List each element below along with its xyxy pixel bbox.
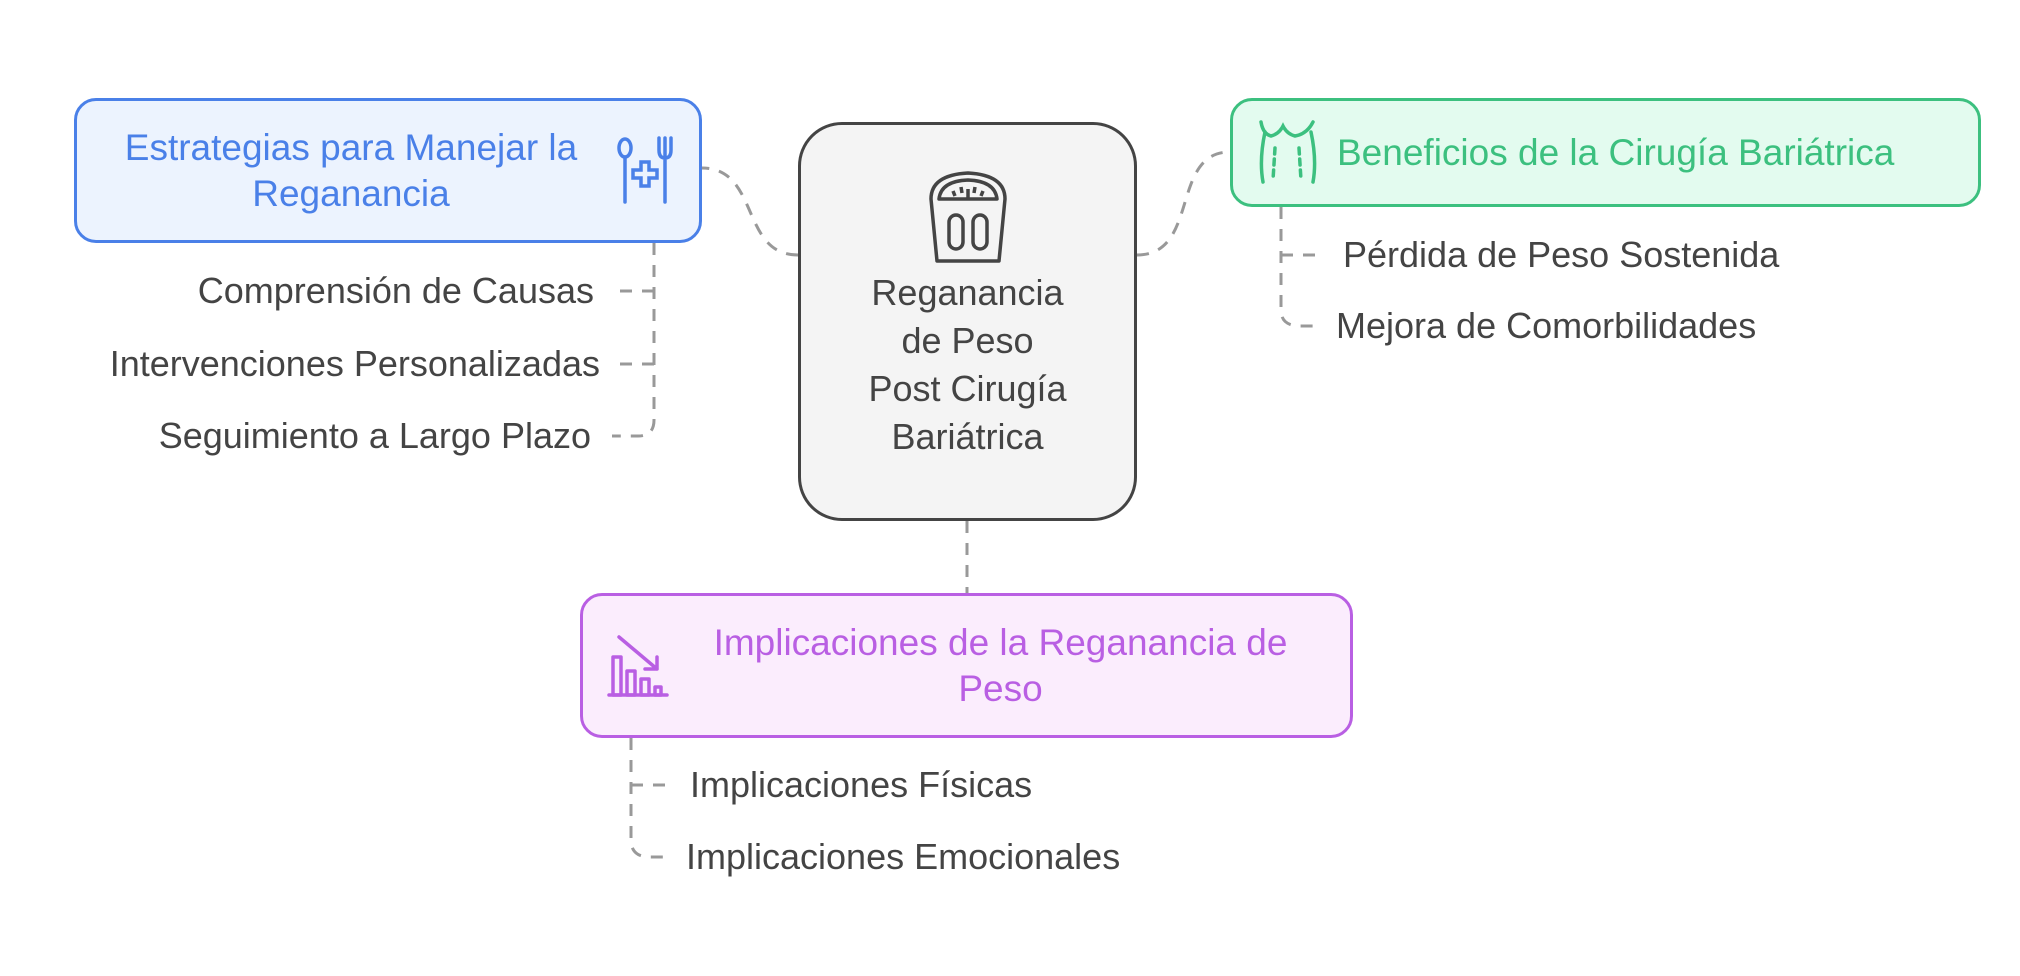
implications-item: Implicaciones Físicas [690, 764, 1033, 805]
benefits-title: Beneficios de la Cirugía Bariátrica [1337, 131, 1895, 173]
strategies-item: Intervenciones Personalizadas [109, 343, 600, 384]
strategies-item: Seguimiento a Largo Plazo [158, 415, 591, 456]
benefits-node[interactable]: Beneficios de la Cirugía Bariátrica [1230, 98, 1981, 207]
center-title-line: Bariátrica [891, 416, 1044, 457]
strategies-node[interactable]: Estrategias para Manejar la Reganancia [74, 98, 702, 243]
connector-center-benefits [1136, 150, 1231, 257]
strategies-item: Comprensión de Causas [197, 270, 594, 311]
weighing-scale-icon [928, 171, 1007, 263]
center-title-line: de Peso [901, 320, 1034, 361]
medical-nutrition-icon [617, 135, 673, 204]
connector-center-strategies [701, 166, 799, 257]
benefits-item: Mejora de Comorbilidades [1336, 305, 1757, 346]
implications-node[interactable]: Implicaciones de la Reganancia de Peso [580, 593, 1353, 738]
center-title: Reganancia de Peso Post Cirugía Bariátri… [868, 269, 1066, 461]
declining-chart-icon [607, 634, 669, 697]
center-node: Reganancia de Peso Post Cirugía Bariátri… [798, 122, 1137, 521]
body-torso-icon [1259, 119, 1317, 184]
connector-implications-items [629, 738, 670, 859]
connector-benefits-items [1279, 207, 1322, 328]
benefits-item: Pérdida de Peso Sostenida [1343, 234, 1780, 275]
center-title-line: Reganancia [871, 272, 1064, 313]
connector-strategies-items [612, 243, 656, 438]
implications-item: Implicaciones Emocionales [686, 836, 1121, 877]
center-title-line: Post Cirugía [868, 368, 1067, 409]
strategies-title: Estrategias para Manejar la Reganancia [124, 126, 578, 214]
implications-title: Implicaciones de la Reganancia de Peso [713, 621, 1288, 709]
